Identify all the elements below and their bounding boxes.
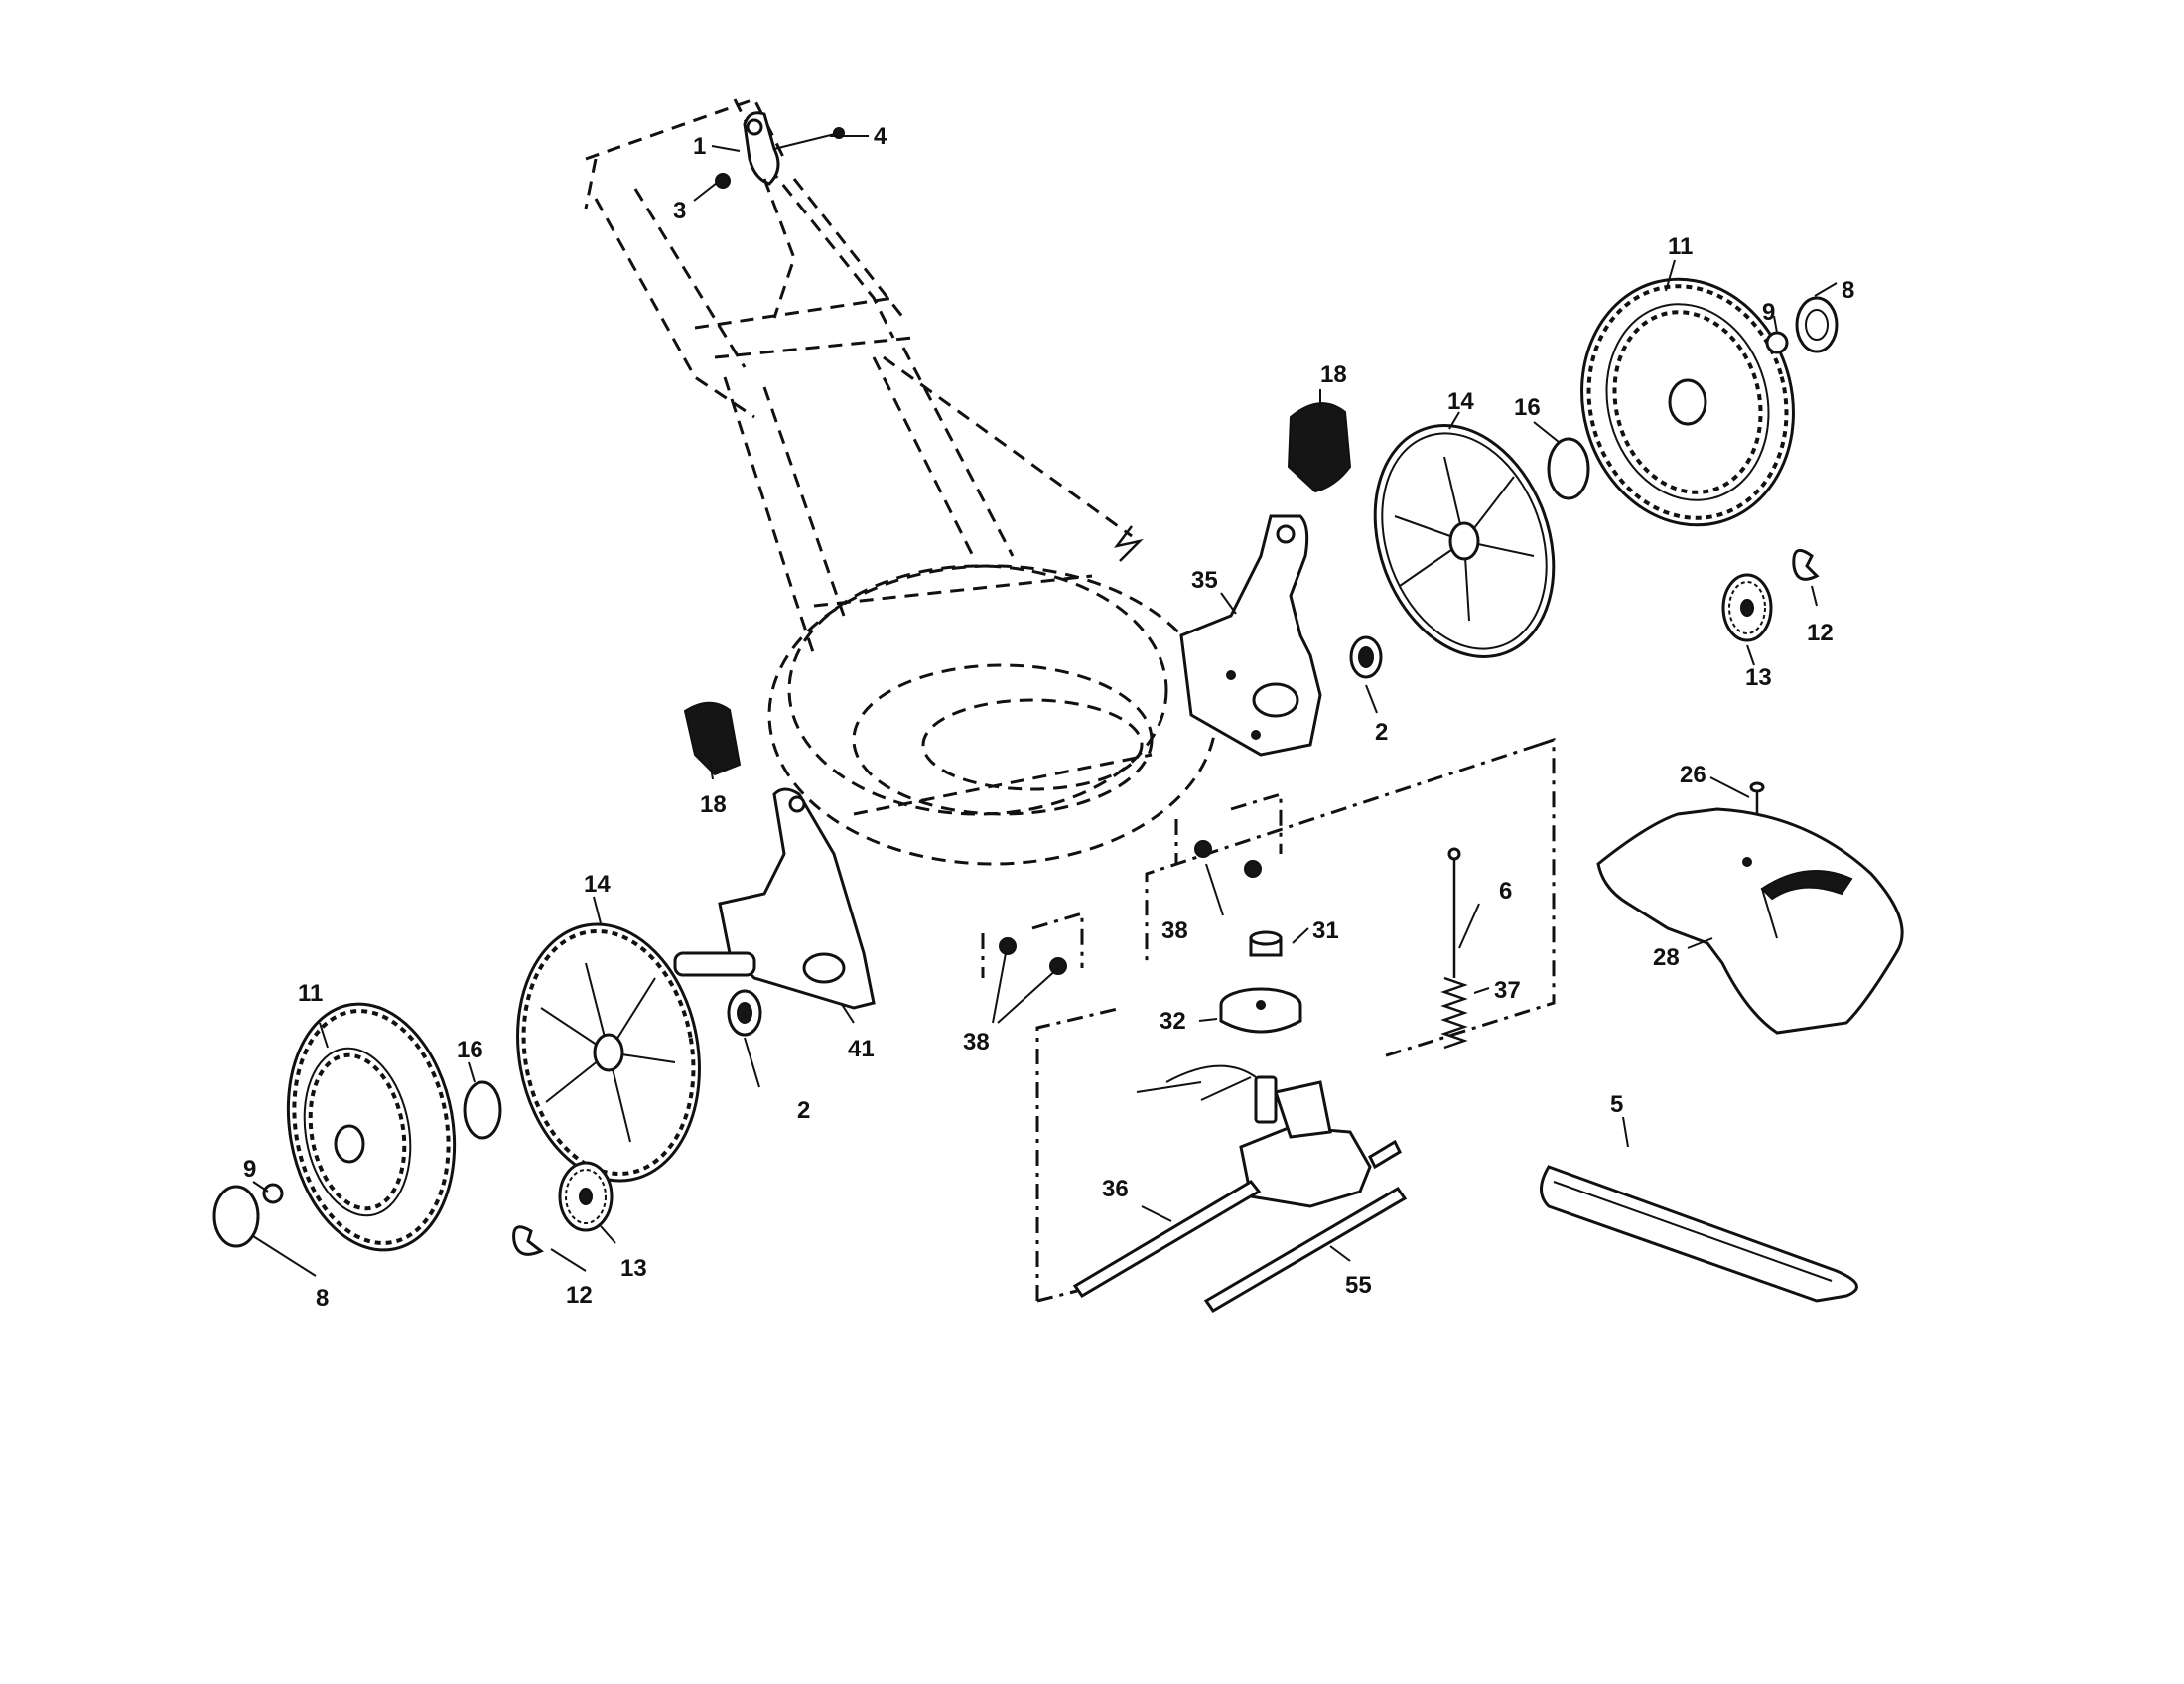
callout-41: 41 [848,1036,875,1062]
callout-11-right: 11 [1668,233,1693,260]
gearbox-part [1165,1064,1372,1208]
callout-9-right: 9 [1762,299,1775,326]
transmission-group-outline [1035,737,1556,1303]
clip-left [512,1225,544,1256]
callout-1: 1 [693,133,706,160]
callout-13-right: 13 [1745,664,1772,691]
callout-2-right: 2 [1375,719,1388,746]
spring-part [1440,976,1468,1050]
wheel-hubcap-left [516,922,701,1183]
callout-12-left: 12 [566,1282,593,1309]
hubcap-left [212,1185,260,1248]
tire-left [286,1002,457,1252]
callout-2-left: 2 [797,1097,810,1124]
bushing-left [727,989,762,1037]
callout-36: 36 [1102,1176,1129,1202]
drive-gear-left [558,1161,614,1232]
nut-left [262,1183,284,1204]
handle-phantom [584,97,1144,656]
cable-bracket-part [715,111,845,319]
nuts-right-group [1174,791,1283,878]
callout-6: 6 [1499,878,1512,905]
callout-38-left: 38 [963,1029,990,1055]
leader-lines [252,135,1838,1277]
plug-part [1249,930,1283,957]
callout-18-right: 18 [1320,361,1347,388]
callout-32: 32 [1160,1008,1186,1035]
callout-16-left: 16 [457,1037,483,1063]
callout-5: 5 [1610,1091,1623,1118]
nut-right [1765,331,1789,354]
pulley-part [1219,987,1302,1034]
bushing-right [1349,635,1383,679]
callout-12-right: 12 [1807,620,1834,646]
grip-cap-right [1287,402,1352,493]
height-adjuster-bracket-right [1179,514,1322,757]
grip-cap-left [683,701,742,776]
callout-55: 55 [1345,1272,1372,1299]
tire-right [1580,277,1795,527]
belt-part [1540,1165,1858,1303]
callout-14-left: 14 [584,871,611,898]
callout-35: 35 [1191,567,1218,594]
callout-16-right: 16 [1514,394,1541,421]
callout-14-right: 14 [1447,388,1474,415]
callout-3: 3 [673,198,686,224]
screw-part [1749,781,1765,814]
shaft-pin-part [1447,847,1461,978]
callout-8-left: 8 [316,1285,329,1312]
callout-31: 31 [1312,917,1339,944]
callout-26: 26 [1680,762,1706,788]
hubcap-right [1795,296,1839,353]
callout-labels: 1 3 4 11 9 8 18 14 16 35 2 12 13 26 6 31… [243,123,1854,1312]
callout-11-left: 11 [298,980,323,1007]
callout-18-left: 18 [700,791,727,818]
axle-part [1072,1139,1402,1298]
washer-right [1547,437,1590,500]
washer-left [463,1080,502,1140]
height-adjuster-bracket-left [673,787,876,1010]
deck-phantom [767,564,1218,866]
callout-28: 28 [1653,944,1680,971]
clip-right [1792,548,1820,581]
nuts-left-group [981,911,1084,978]
wheel-hubcap-right [1373,424,1556,658]
callout-8-right: 8 [1842,277,1854,304]
drive-gear-right [1721,573,1773,642]
callout-9-left: 9 [243,1156,256,1183]
callout-13-left: 13 [620,1255,647,1282]
callout-37: 37 [1494,977,1521,1004]
callout-38-right: 38 [1161,917,1188,944]
rod-part [1203,1187,1408,1313]
callout-4: 4 [874,123,887,150]
deflector-cover-part [1596,807,1904,1035]
